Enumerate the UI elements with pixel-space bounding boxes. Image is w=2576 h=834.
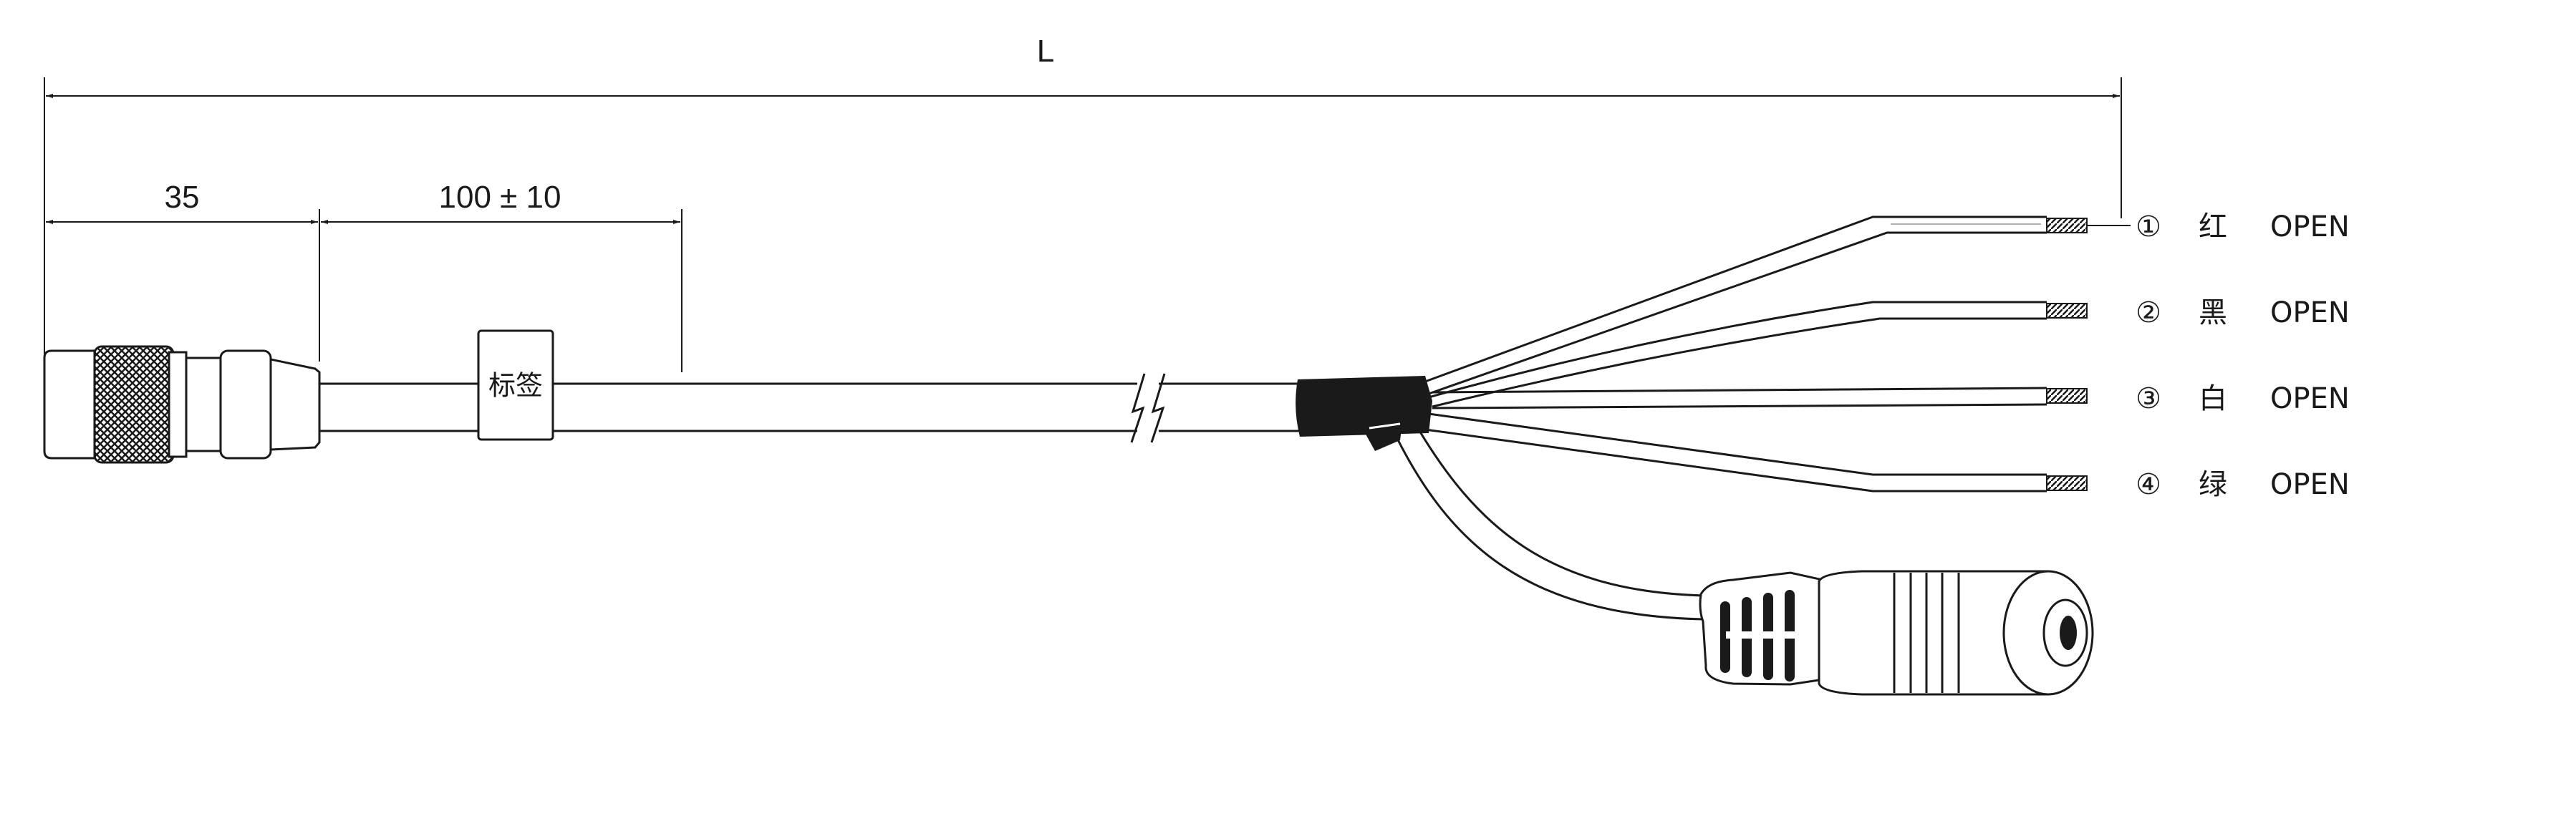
connector-nut xyxy=(219,349,272,460)
wire-number-2: ② xyxy=(2136,296,2161,329)
wire-1 xyxy=(1424,215,2047,395)
wire-label-3: ③ 白 OPEN xyxy=(2136,382,2350,415)
total-length-label: L xyxy=(1037,34,1054,69)
wire-4 xyxy=(1424,412,2047,493)
label-tag: 标签 xyxy=(477,329,554,441)
wire-3-top xyxy=(1432,387,2047,394)
break-mark-right xyxy=(1150,373,1166,443)
wire-2-top xyxy=(1428,301,2047,399)
connector-strain-relief xyxy=(269,358,321,451)
relief-slot-1 xyxy=(1720,601,1730,673)
conductor-end-3 xyxy=(2046,388,2088,404)
wire-number-3: ③ xyxy=(2136,382,2161,415)
dimension-connector: 35 xyxy=(46,180,320,362)
wire-fanout xyxy=(1424,215,2047,493)
wire-2 xyxy=(1428,301,2047,408)
wire-label-4: ④ 绿 OPEN xyxy=(2136,468,2350,501)
connector-body xyxy=(185,357,222,452)
conductor-end-1 xyxy=(2046,218,2088,233)
break-mark-left xyxy=(1130,373,1146,443)
conductor-end-2 xyxy=(2046,303,2088,319)
wire-color-2: 黑 xyxy=(2199,296,2227,329)
wire-1-top xyxy=(1424,215,2047,383)
wire-2-bottom xyxy=(1432,317,2047,408)
dimension-total-length: L xyxy=(44,34,2122,365)
wire-1-bottom xyxy=(1428,231,2047,395)
dimension-label-distance: 100 ± 10 xyxy=(321,180,682,372)
wire-state-1: OPEN xyxy=(2270,210,2350,243)
wire-color-4: 绿 xyxy=(2199,468,2227,501)
splice-sleeve xyxy=(1296,376,1432,451)
wire-4-top xyxy=(1428,412,2047,476)
conductor-ends xyxy=(2046,218,2131,491)
label-tag-box xyxy=(477,329,554,441)
conductor-end-4 xyxy=(2046,475,2088,491)
wire-state-4: OPEN xyxy=(2270,468,2350,501)
splice-branch-boot xyxy=(1357,412,1404,451)
dc-branch-cable xyxy=(1388,422,1705,621)
wire-label-1: ① 红 OPEN xyxy=(2136,210,2350,243)
splice-highlight xyxy=(1369,422,1401,430)
wire-3 xyxy=(1432,387,2047,409)
wire-number-4: ④ xyxy=(2136,468,2161,501)
wire-4-bottom xyxy=(1424,428,2047,493)
wire-color-3: 白 xyxy=(2199,382,2227,415)
dc-jack-strain-relief xyxy=(1699,571,1824,686)
wire-3-bottom xyxy=(1432,403,2047,409)
relief-slot-divider xyxy=(1726,631,1805,639)
dc-cable-edge-outer xyxy=(1388,422,1705,621)
dc-cable-edge-inner xyxy=(1413,422,1705,597)
wire-label-2: ② 黑 OPEN xyxy=(2136,296,2350,329)
label-distance-label: 100 ± 10 xyxy=(439,180,561,215)
connector-front-cap xyxy=(43,349,96,460)
wire-state-3: OPEN xyxy=(2270,382,2350,415)
main-cable xyxy=(319,372,1300,444)
wire-labels: ① 红 OPEN ② 黑 OPEN ③ 白 OPEN ④ 绿 OPEN xyxy=(2136,210,2350,501)
wire-number-1: ① xyxy=(2136,210,2161,243)
connector-length-label: 35 xyxy=(165,180,200,215)
wire-color-1: 红 xyxy=(2199,210,2227,243)
left-connector xyxy=(43,345,321,464)
connector-ring-band xyxy=(168,351,188,458)
label-tag-text: 标签 xyxy=(488,370,543,402)
dc-jack-pin xyxy=(2060,616,2077,650)
connector-knurled-ring xyxy=(93,345,175,464)
wire-state-2: OPEN xyxy=(2270,296,2350,329)
dc-jack-connector xyxy=(1699,570,2094,696)
